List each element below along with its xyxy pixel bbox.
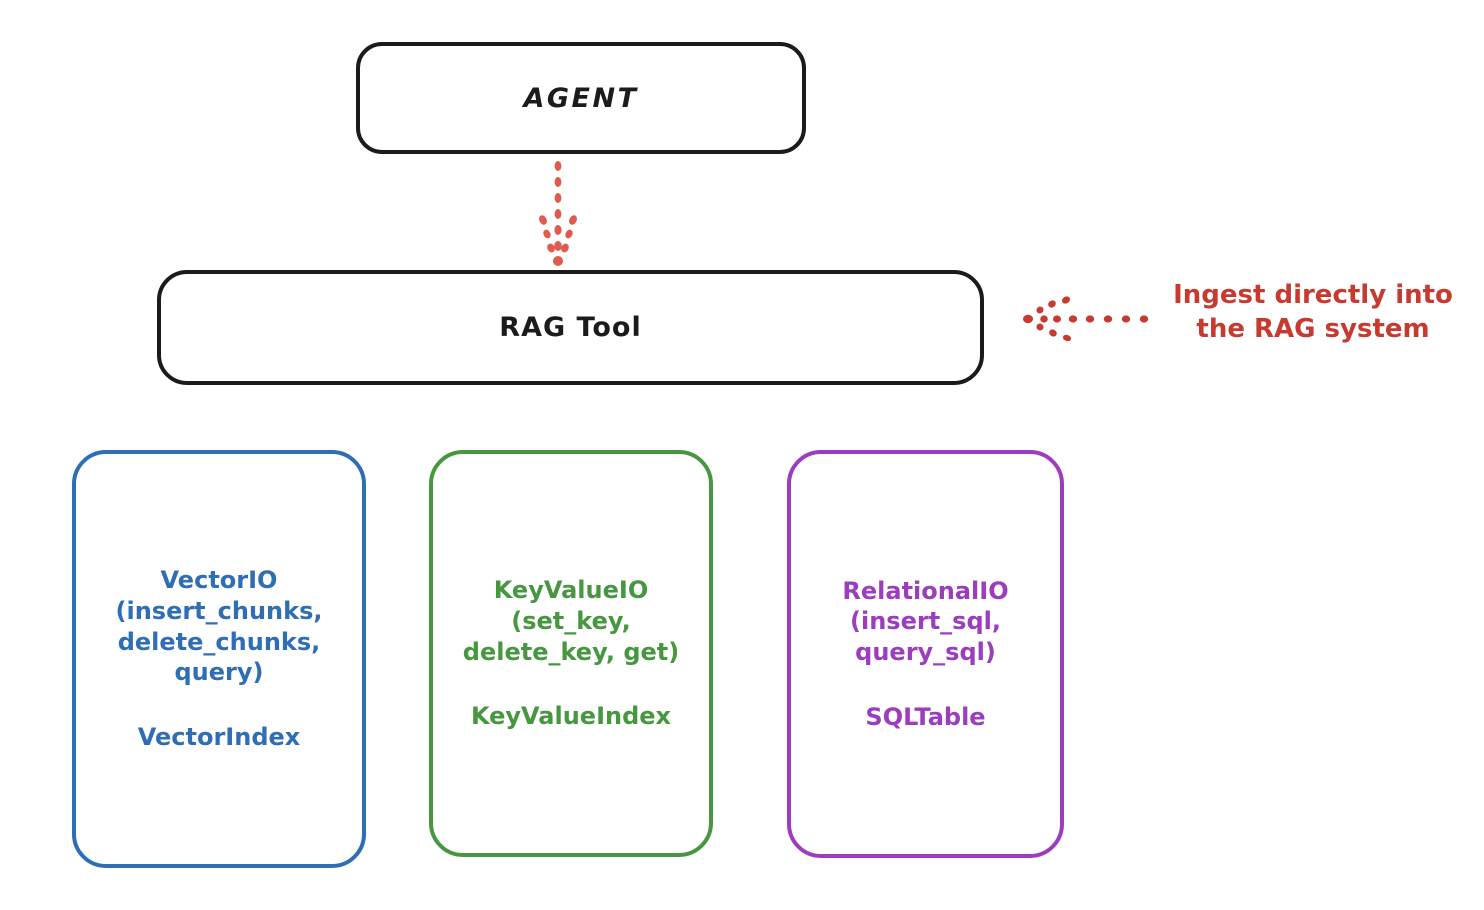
node-key-value-io[interactable]: KeyValueIO (set_key, delete_key, get) Ke…: [429, 450, 713, 857]
node-key-value-io-index-label: KeyValueIndex: [470, 702, 672, 731]
node-vector-io-api-label: VectorIO (insert_chunks, delete_chunks, …: [115, 566, 323, 687]
arrow-ingest-to-rag-tool: [1023, 296, 1149, 342]
node-key-value-io-api-label: KeyValueIO (set_key, delete_key, get): [462, 576, 680, 666]
node-relational-io-index-label: SQLTable: [865, 702, 986, 731]
node-relational-io[interactable]: RelationalIO (insert_sql, query_sql) SQL…: [787, 450, 1064, 858]
node-relational-io-api-label: RelationalIO (insert_sql, query_sql): [842, 576, 1009, 666]
arrow-agent-to-rag-tool: [539, 161, 577, 266]
node-vector-io-index-label: VectorIndex: [137, 723, 301, 752]
node-agent[interactable]: AGENT: [356, 42, 806, 154]
node-rag-tool-label: RAG Tool: [499, 312, 642, 343]
node-vector-io[interactable]: VectorIO (insert_chunks, delete_chunks, …: [72, 450, 366, 868]
node-agent-label: AGENT: [523, 82, 639, 114]
annotation-ingest-note: Ingest directly into the RAG system: [1173, 280, 1453, 345]
node-rag-tool[interactable]: RAG Tool: [157, 270, 984, 385]
